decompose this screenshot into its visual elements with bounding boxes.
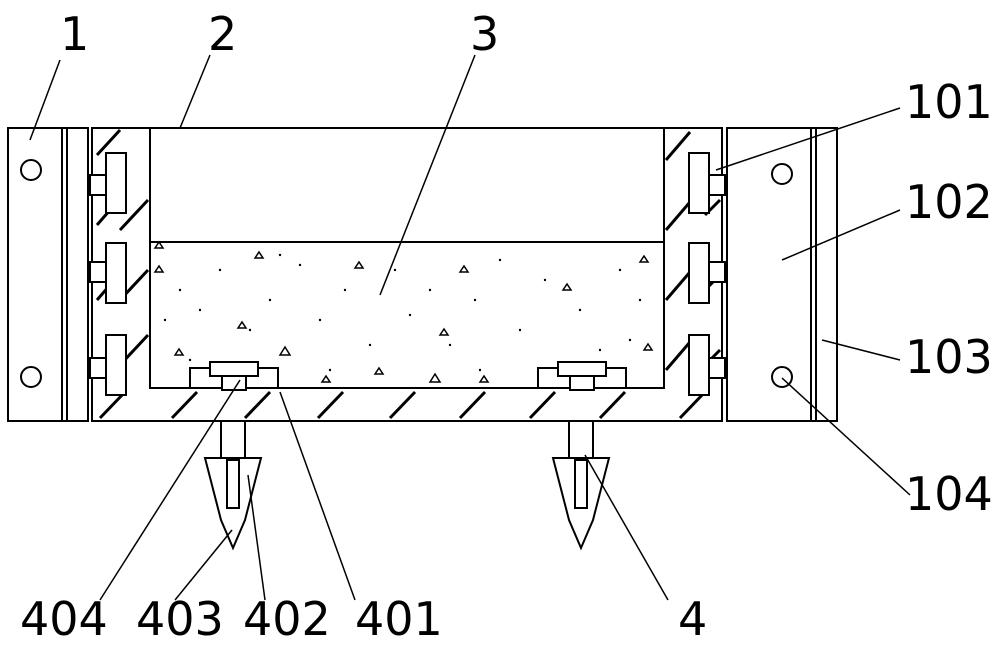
left-bolt-hole-bottom bbox=[20, 366, 42, 388]
soil-filling bbox=[150, 240, 664, 383]
label-104: 104 bbox=[905, 467, 993, 521]
leader-lines bbox=[29, 54, 911, 601]
right-wall-sliders bbox=[688, 152, 726, 396]
label-4: 4 bbox=[678, 592, 707, 646]
label-403: 403 bbox=[136, 592, 224, 646]
label-401: 401 bbox=[355, 592, 443, 646]
ground-spike-left bbox=[203, 421, 263, 551]
label-103: 103 bbox=[905, 330, 993, 384]
right-bolt-hole-top bbox=[771, 163, 793, 185]
label-404: 404 bbox=[20, 592, 108, 646]
label-3: 3 bbox=[470, 7, 499, 61]
label-1: 1 bbox=[60, 7, 89, 61]
part-labels: 1 2 3 101 102 103 104 404 403 402 401 4 bbox=[20, 7, 993, 646]
label-101: 101 bbox=[905, 75, 993, 129]
label-402: 402 bbox=[243, 592, 331, 646]
bottom-connector-left bbox=[189, 361, 279, 391]
left-bolt-hole-top bbox=[20, 159, 42, 181]
bottom-connector-right bbox=[537, 361, 627, 391]
left-mounting-plate bbox=[7, 127, 89, 422]
container-body bbox=[91, 127, 723, 422]
ground-spike-right bbox=[551, 421, 611, 551]
label-2: 2 bbox=[208, 7, 237, 61]
label-102: 102 bbox=[905, 175, 993, 229]
bottom-wall-hatching bbox=[98, 390, 707, 420]
right-mounting-plate bbox=[726, 127, 838, 422]
left-wall-sliders bbox=[89, 152, 127, 396]
